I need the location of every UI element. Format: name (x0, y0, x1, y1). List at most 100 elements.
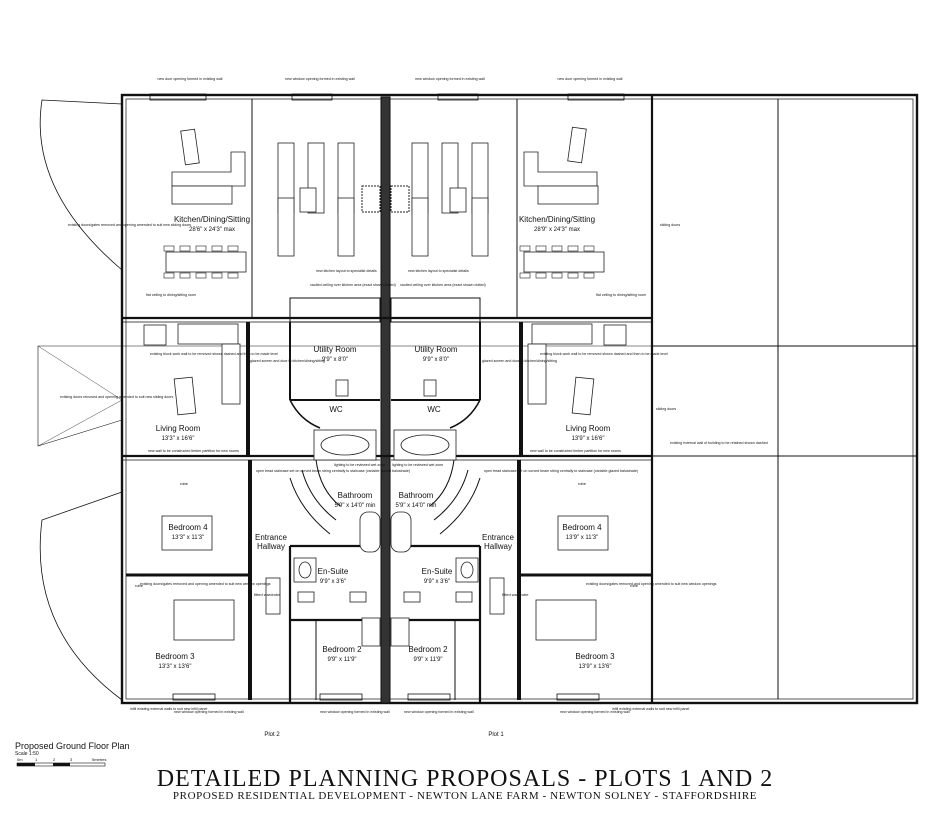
kitchen-name-right: Kitchen/Dining/Sitting (519, 215, 595, 224)
living-dim-left: 13'3" x 16'6" (162, 436, 195, 442)
scale-tick-1: 1 (35, 757, 38, 762)
note-lighting-left: lighting to be reviewed wet zone (334, 463, 385, 467)
bathroom-dim-left: 5'9" x 14'0" min (335, 503, 376, 509)
entrance-name-right-2: Hallway (484, 542, 512, 551)
note-flat-ceiling-left: flat ceiling to dining/sitting room (146, 293, 196, 297)
bedroom3-dim-left: 13'3" x 13'6" (159, 664, 192, 670)
note-lighting-right: lighting to be reviewed wet zone (392, 463, 443, 467)
note-fitted-left: fitted wardrobe (254, 592, 281, 597)
note-new-wall-left: new wall to be constructed timber partit… (148, 449, 239, 453)
note-infill-right: infill existing external walls to suit n… (612, 707, 690, 711)
bedroom3-dim-right: 13'9" x 13'6" (579, 664, 612, 670)
furniture-plot-2 (143, 128, 381, 647)
note-robe-right-1: robe (578, 481, 587, 486)
note-living-left: existing doors removed and opening amend… (60, 395, 173, 399)
note-sliding-doors-mid: sliding doors (656, 407, 676, 411)
plan-title: Proposed Ground Floor Plan (15, 741, 130, 751)
entrance-name-right-1: Entrance (482, 533, 515, 542)
room-labels-plot-1: Kitchen/Dining/Sitting 28'9" x 24'3" max… (396, 215, 616, 670)
ensuite-name-left: En-Suite (318, 567, 349, 576)
note-bedroom-left: existing doors/gates removed and opening… (140, 582, 271, 586)
note-new-opening-mid-left: new window opening formed in existing wa… (320, 710, 390, 714)
scale-tick-3: 3 (70, 757, 73, 762)
scale-bar: 0m 1 2 3 5metres (16, 757, 106, 767)
utility-name-right: Utility Room (414, 345, 457, 354)
plan-scale: Scale 1:50 (15, 751, 39, 757)
left-external-doors (37, 99, 123, 701)
note-existing-block-left: existing block work wall to be removed s… (150, 352, 278, 356)
note-new-wall-right: new wall to be constructed timber partit… (530, 449, 621, 453)
note-robe-right-2: robe (630, 583, 639, 588)
plot-1-walls (390, 99, 652, 703)
scale-tick-5: 5metres (92, 757, 106, 762)
wc-name-left: WC (329, 405, 343, 414)
bedroom4-name-right: Bedroom 4 (562, 523, 602, 532)
note-open-tread-right: open tread staircase set on curved beam … (484, 469, 638, 473)
living-name-right: Living Room (566, 424, 611, 433)
note-top-window-mid-left: new window opening formed in existing wa… (285, 77, 355, 81)
living-name-left: Living Room (156, 424, 201, 433)
note-flat-ceiling-right: flat ceiling to dining/sitting room (596, 293, 646, 297)
note-existing-block-right: existing block work wall to be removed s… (540, 352, 668, 356)
entrance-name-left-1: Entrance (255, 533, 288, 542)
bathroom-name-left: Bathroom (338, 491, 373, 500)
bedroom2-dim-right: 9'9" x 11'9" (413, 657, 442, 663)
note-kitchen-island-left: new kitchen layout to specialist details (316, 269, 377, 273)
bedroom2-name-right: Bedroom 2 (408, 645, 448, 654)
note-top-window-right: new door opening formed in existing wall (558, 77, 623, 81)
bedroom2-dim-left: 9'9" x 11'9" (327, 657, 356, 663)
top-windows (149, 93, 625, 701)
ensuite-name-right: En-Suite (422, 567, 453, 576)
note-glazed-screen-left: glazed screen and door to kitchen/dining… (250, 359, 325, 363)
note-existing-centre: existing external wall of building to be… (670, 441, 768, 445)
kitchen-dim-right: 28'9" x 24'3" max (534, 227, 580, 233)
drawing-title: DETAILED PLANNING PROPOSALS - PLOTS 1 AN… (156, 766, 774, 792)
note-robe-left-1: robe (180, 481, 189, 486)
scale-tick-2: 2 (53, 757, 56, 762)
note-top-window-left: new door opening formed in existing wall (158, 77, 223, 81)
living-dim-right: 13'9" x 16'6" (572, 436, 605, 442)
staircases (289, 459, 481, 535)
bathroom-name-right: Bathroom (399, 491, 434, 500)
ensuite-dim-left: 9'9" x 3'6" (320, 579, 346, 585)
room-labels-plot-2: Kitchen/Dining/Sitting 28'6" x 24'3" max… (155, 215, 375, 670)
bedroom3-name-right: Bedroom 3 (575, 652, 615, 661)
utility-dim-right: 9'9" x 8'0" (423, 357, 449, 363)
note-infill-left: infill existing external walls to suit n… (130, 707, 208, 711)
plot-2-label: Plot 2 (264, 732, 280, 738)
note-bedroom-right: existing doors/gates removed and opening… (586, 582, 717, 586)
note-vaulted-left: vaulted ceiling over kitchen area (exact… (310, 283, 396, 287)
scale-tick-0: 0m (17, 757, 23, 762)
entrance-name-left-2: Hallway (257, 542, 285, 551)
drawing-subtitle: PROPOSED RESIDENTIAL DEVELOPMENT - NEWTO… (172, 790, 758, 802)
kitchen-dim-left: 28'6" x 24'3" max (189, 227, 235, 233)
note-kitchen-island-right: new kitchen layout to specialist details (408, 269, 469, 273)
ensuite-dim-right: 9'9" x 3'6" (424, 579, 450, 585)
wc-name-right: WC (427, 405, 441, 414)
note-sliding-doors-top: sliding doors (660, 223, 680, 227)
bedroom3-name-left: Bedroom 3 (155, 652, 195, 661)
bathroom-dim-right: 5'9" x 14'0" min (396, 503, 437, 509)
note-new-opening-right: new window opening formed in existing wa… (560, 710, 630, 714)
bedroom4-dim-left: 13'3" x 11'3" (172, 535, 204, 541)
note-new-opening-mid-right: new window opening formed in existing wa… (404, 710, 474, 714)
note-fitted-right: fitted wardrobe (502, 592, 529, 597)
note-robe-left-2: robe (135, 583, 144, 588)
utility-dim-left: 9'9" x 8'0" (322, 357, 348, 363)
building-outline (120, 93, 919, 705)
note-side-doors-top: existing doors/gates removed and opening… (68, 223, 191, 227)
kitchen-name-left: Kitchen/Dining/Sitting (174, 215, 250, 224)
bedroom2-name-left: Bedroom 2 (322, 645, 362, 654)
note-top-window-mid-right: new window opening formed in existing wa… (415, 77, 485, 81)
bedroom4-name-left: Bedroom 4 (168, 523, 208, 532)
annotation-notes: new door opening formed in existing wall… (60, 77, 768, 714)
bedroom4-dim-right: 13'9" x 11'3" (566, 535, 598, 541)
note-new-opening-left: new window opening formed in existing wa… (174, 710, 244, 714)
furniture-plot-1 (390, 126, 627, 647)
note-open-tread-left: open tread staircase set on curved beam … (256, 469, 410, 473)
utility-name-left: Utility Room (313, 345, 356, 354)
note-glazed-screen-right: glazed screen and door to kitchen/dining… (482, 359, 557, 363)
plot-1-label: Plot 1 (488, 732, 504, 738)
note-vaulted-right: vaulted ceiling over kitchen area (exact… (400, 283, 486, 287)
